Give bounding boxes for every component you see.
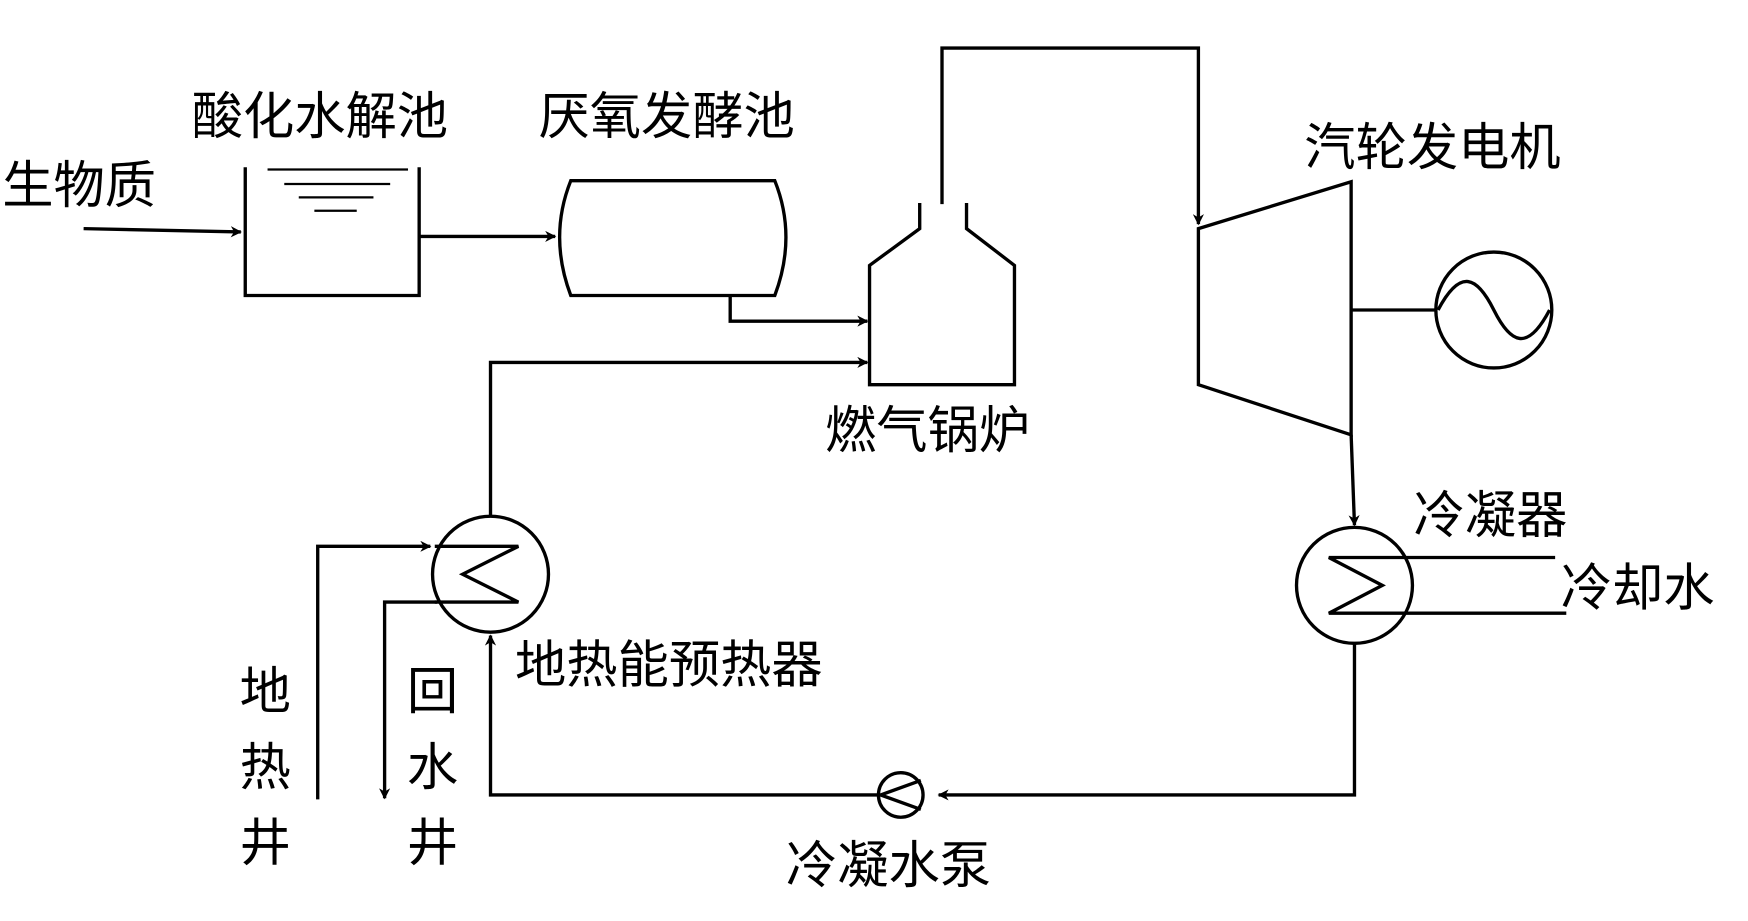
label-return-well-1: 回 <box>407 662 458 722</box>
gas-boiler <box>867 202 1017 387</box>
exhaust-arrow-to-condenser <box>1348 434 1360 527</box>
condensate-arrow-to-pump <box>937 643 1357 801</box>
label-cooling-water: 冷却水 <box>1561 558 1715 618</box>
label-gas-boiler: 燃气锅炉 <box>825 401 1030 461</box>
anaerobic-fermenter-drum <box>558 179 788 298</box>
steam-turbine <box>1196 179 1353 438</box>
generator-icon <box>1434 250 1554 370</box>
label-return-well-3: 井 <box>407 814 458 874</box>
geothermal-preheater <box>430 514 551 634</box>
label-anaerobic-fermenter: 厌氧发酵池 <box>538 87 794 147</box>
biogas-arrow-to-boiler <box>728 295 869 327</box>
label-biomass: 生物质 <box>2 156 156 216</box>
label-condensate-pump: 冷凝水泵 <box>786 836 991 896</box>
feedwater-arrow-to-preheater <box>484 634 879 797</box>
biomass-inflow-arrow <box>83 226 242 238</box>
label-geothermal-well-1: 地 <box>240 662 291 722</box>
return-water-arrow <box>379 600 438 800</box>
label-condenser: 冷凝器 <box>1414 486 1568 546</box>
label-acid-hydrolysis-tank: 酸化水解池 <box>192 87 448 147</box>
label-geothermal-preheater: 地热能预热器 <box>515 635 823 695</box>
condensate-pump-icon <box>875 770 925 819</box>
acid-hydrolysis-tank <box>243 167 421 298</box>
label-turbine-generator: 汽轮发电机 <box>1304 118 1560 178</box>
label-geothermal-well-3: 井 <box>240 814 291 874</box>
preheated-water-arrow-to-boiler <box>488 356 869 517</box>
steam-pipe-arrow <box>940 46 1204 226</box>
label-geothermal-well-2: 热 <box>240 738 291 798</box>
geothermal-inflow-arrow <box>316 540 432 800</box>
label-return-well-2: 水 <box>407 738 458 798</box>
